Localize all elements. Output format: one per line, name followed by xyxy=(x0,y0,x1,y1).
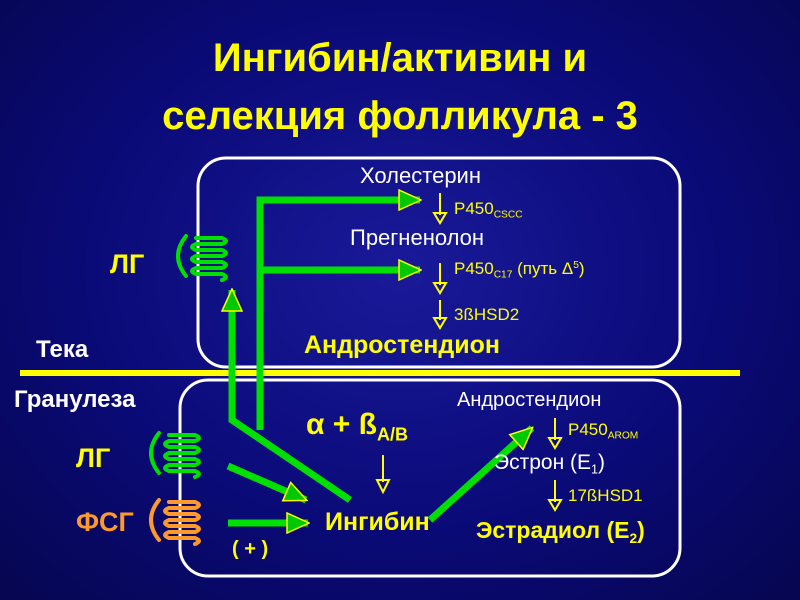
fsh-label: ФСГ xyxy=(76,507,134,537)
inhibin-to-aromatase-arrow xyxy=(427,425,535,523)
p450c17-label: P450C17 (путь Δ5) xyxy=(454,259,585,281)
estrone-text: Эстрон (E xyxy=(494,451,592,474)
estradiol-label: Эстрадиол (E2) xyxy=(476,517,645,546)
lh-receptor-icon xyxy=(176,234,228,282)
lh-to-cscc-arrow xyxy=(256,200,420,430)
p450c17-close: ) xyxy=(578,259,585,278)
p450arom-label: P450AROM xyxy=(568,420,638,442)
cholesterol-label: Холестерин xyxy=(360,163,481,188)
theca-androstenedione-label: Андростендион xyxy=(304,331,500,359)
estradiol-sub: 2 xyxy=(629,530,638,546)
estradiol-close: ) xyxy=(637,517,645,543)
estrone-close: ) xyxy=(598,451,606,474)
estrone-label: Эстрон (E1) xyxy=(494,451,605,476)
estradiol-text: Эстрадиол (E xyxy=(476,517,630,543)
fsh-receptor-icon xyxy=(149,498,201,546)
p450c17-text: P450 xyxy=(454,259,494,278)
p450scc-text: P450 xyxy=(454,199,494,218)
slide-title-line1: Ингибин/активин и xyxy=(212,36,588,80)
p450c17-sup: 5 xyxy=(573,259,579,271)
inhibin-label: Ингибин xyxy=(325,508,430,536)
p450scc-label: P450CSCC xyxy=(454,199,523,221)
p450c17-sub: C17 xyxy=(493,269,513,281)
alpha-beta-label: α + ßA/B xyxy=(306,408,408,445)
p450arom-text: P450 xyxy=(568,420,608,439)
alpha-beta-sub: A/B xyxy=(376,424,408,445)
granulosa-androstenedione-label: Андростендион xyxy=(457,389,602,411)
p450c17-note: (путь Δ xyxy=(512,259,574,278)
pregnenolone-label: Прегненолон xyxy=(350,225,485,250)
enzyme-step-arrows xyxy=(375,193,563,512)
inhibin-to-lh-receptor-arrow xyxy=(232,290,352,503)
p450scc-sub: CSCC xyxy=(493,209,523,221)
granulosa-lh-receptor-icon xyxy=(149,431,201,479)
theca-lh-label: ЛГ xyxy=(110,249,145,279)
granulosa-lh-to-inhibin-arrow xyxy=(226,462,306,504)
p450arom-sub: AROM xyxy=(607,430,639,442)
hsd1-label: 17ßHSD1 xyxy=(568,486,643,505)
granulosa-zone-label: Гранулеза xyxy=(14,386,136,413)
theca-zone-label: Тека xyxy=(36,336,89,363)
alpha-beta-text: α + ß xyxy=(306,408,377,441)
slide-title-line2: селекция фолликула - 3 xyxy=(162,94,638,138)
plus-sign-label: ( + ) xyxy=(232,538,269,560)
estrone-sub: 1 xyxy=(591,462,599,477)
granulosa-cell-box xyxy=(178,378,682,578)
hsd2-label: 3ßHSD2 xyxy=(454,305,520,324)
granulosa-lh-label: ЛГ xyxy=(76,443,111,473)
